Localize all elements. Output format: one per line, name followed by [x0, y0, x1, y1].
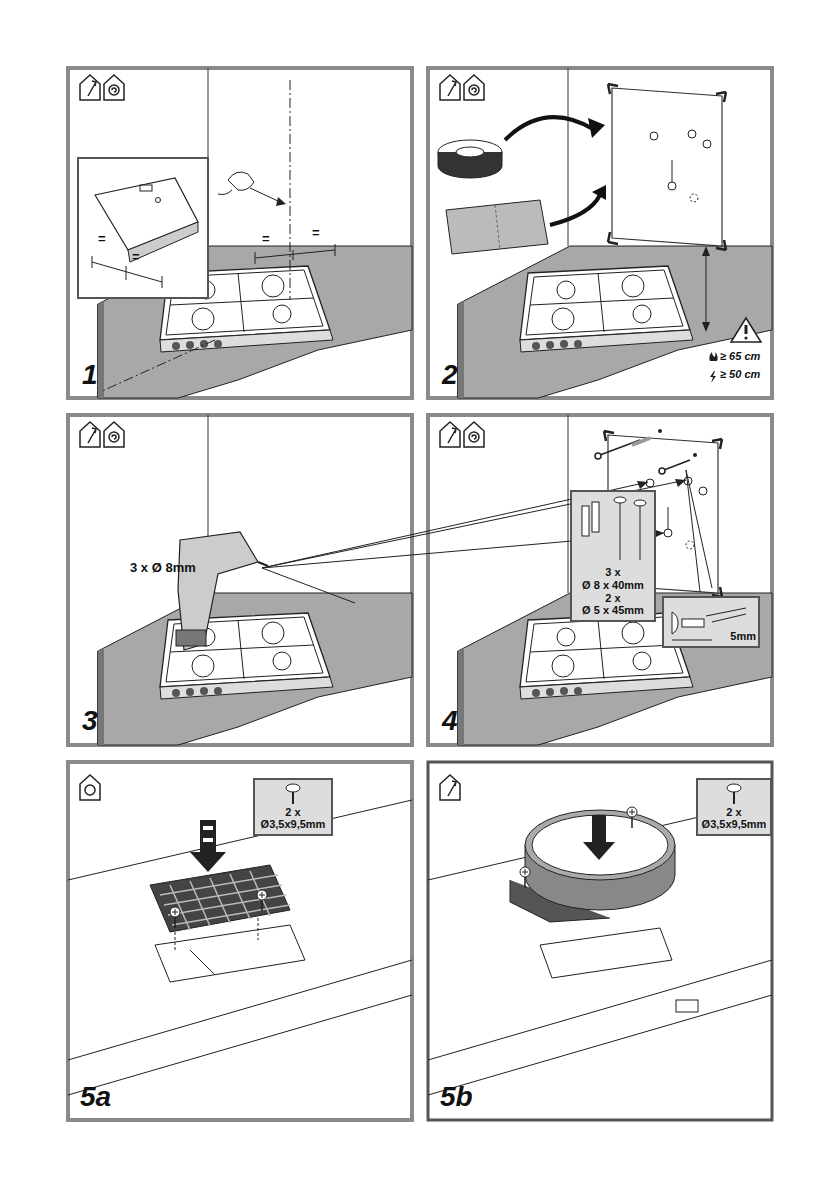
dimension-mark: =	[262, 232, 270, 246]
dimension-mark: =	[132, 250, 140, 264]
screw-callout-box: 2 xØ3,5x9,5mm	[696, 778, 772, 836]
callout-text: Ø3,5x9,5mm	[261, 818, 326, 831]
panel-number: 1	[82, 360, 98, 391]
gap-callout-box: 5mm	[662, 596, 760, 648]
callout-text: 2 x	[726, 806, 741, 819]
callout-text: 2 x	[605, 592, 620, 605]
panel-number: 5a	[80, 1082, 111, 1113]
screw-callout-box: 3 xØ 8 x 40mm2 xØ 5 x 45mm	[570, 490, 656, 622]
panel-number: 4	[442, 706, 458, 737]
dimension-mark: =	[98, 232, 106, 246]
callout-text: 3 x	[605, 566, 620, 579]
screw-callout-box: 2 xØ3,5x9,5mm	[253, 778, 333, 836]
panel-number: 3	[82, 706, 98, 737]
callout-text: Ø 5 x 45mm	[582, 604, 644, 617]
callout-text: 5mm	[730, 630, 756, 643]
panel-number: 2	[442, 360, 458, 391]
callout-text: 2 x	[285, 806, 300, 819]
height-note: ≥ 65 cm	[720, 350, 760, 362]
callout-text: Ø 8 x 40mm	[582, 579, 644, 592]
dimension-mark: =	[312, 226, 320, 240]
drill-size: 3 x Ø 8mm	[130, 561, 196, 575]
callout-text: Ø3,5x9,5mm	[702, 818, 767, 831]
panel-number: 5b	[440, 1082, 473, 1113]
height-note: ≥ 50 cm	[720, 368, 760, 380]
